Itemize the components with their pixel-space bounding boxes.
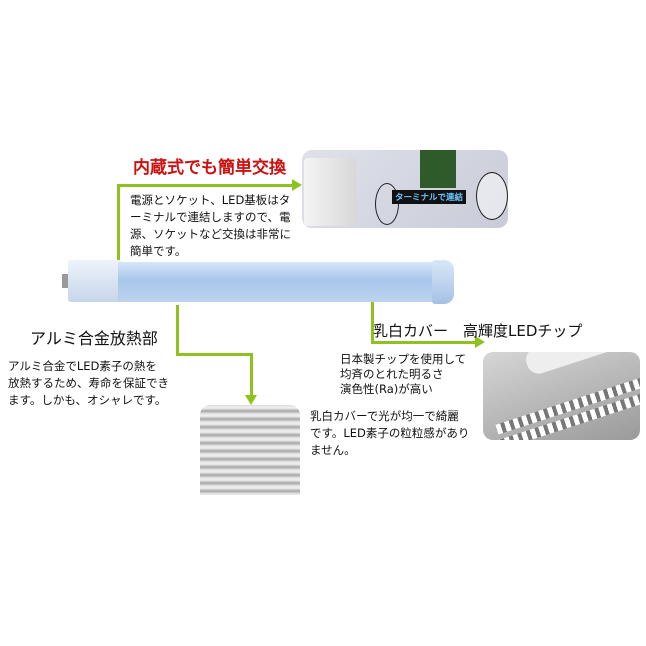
connector-line [176,305,179,356]
tube-socket [68,260,122,302]
builtin-title: 内蔵式でも簡単交換 [133,158,286,178]
builtin-description: 電源とソケット、LED基板はタ ーミナルで連結しますので、電 源、ソケットなど交… [130,193,291,258]
arrow-right-icon [475,336,485,348]
tube-pins [62,274,70,288]
connector-line [176,353,253,356]
connector-line [371,341,477,344]
led-strip [495,391,640,440]
tube-body [118,262,440,302]
terminal-circle [375,183,399,225]
led-tube [62,258,454,304]
tube-end-cap [432,260,454,304]
driver-housing [304,158,356,226]
power-unit-photo: ターミナルで連結 [302,150,508,228]
terminal-circle [476,172,508,220]
aluminum-description: アルミ合金でLED素子の熱を 放熱するため、寿命を保証でき ます。しかも、オシャ… [8,359,169,407]
aluminum-title: アルミ合金放熱部 [30,329,158,348]
connector-line [250,353,253,397]
terminal-label: ターミナルで連結 [392,190,467,204]
chip-description: 日本製チップを使用して 均斉のとれた明るさ 演色性(Ra)が高い [340,352,467,396]
connector-line [117,184,293,187]
cover-description: 乳白カバーで光が均一で綺麗 です。LED素子の粒粒感があり ません。 [310,409,470,457]
arrow-down-icon [245,395,257,405]
arrow-right-icon [292,179,302,191]
connector-line [371,289,374,344]
circuit-board [420,150,456,188]
milky-cover [523,352,640,377]
aluminum-heatsink-photo [200,405,300,495]
cover-chip-title: 乳白カバー 高輝度LEDチップ [373,322,583,340]
led-chip-photo [483,352,640,440]
connector-line [117,184,120,274]
